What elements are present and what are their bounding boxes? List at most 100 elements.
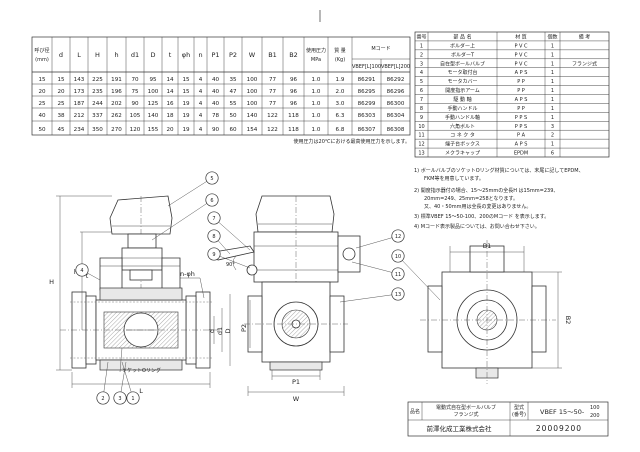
balloon-circle bbox=[205, 193, 219, 207]
dims-cell: 86308 bbox=[387, 127, 405, 133]
parts-cell: P A bbox=[517, 133, 526, 139]
mass-header-1: 質 量 bbox=[334, 47, 346, 54]
dims-cell: 15 bbox=[182, 77, 190, 83]
balloon-number: 10 bbox=[395, 254, 401, 260]
dims-cell: 38 bbox=[57, 113, 65, 119]
drawing-number: 20009200 bbox=[536, 424, 582, 433]
dims-cell: 4 bbox=[199, 113, 203, 119]
parts-cell: 12 bbox=[418, 142, 424, 148]
dims-cell: 15 bbox=[38, 77, 46, 83]
parts-cell: P V C bbox=[514, 43, 528, 49]
dims-cell: 60 bbox=[229, 127, 237, 133]
dims-cell: 14 bbox=[166, 89, 174, 95]
parts-cell: 6 bbox=[551, 151, 554, 157]
parts-cell: 13 bbox=[418, 151, 424, 157]
dims-cell: 1.0 bbox=[312, 89, 321, 95]
balloon-number: 6 bbox=[210, 198, 213, 204]
dims-cell: 86292 bbox=[387, 77, 405, 83]
dims-cell: 118 bbox=[288, 113, 299, 119]
dim-B1: B1 bbox=[483, 242, 492, 250]
balloon-number: 9 bbox=[212, 252, 215, 258]
parts-cell: 8 bbox=[420, 106, 423, 112]
note-line: 3) 標準VBEF 15～50-100、200のMコード を表示します。 bbox=[414, 213, 549, 220]
dims-col-header: P2 bbox=[229, 51, 237, 59]
dims-cell: 86307 bbox=[358, 127, 376, 133]
dims-cell: 77 bbox=[269, 89, 277, 95]
dims-cell: 16 bbox=[166, 101, 174, 107]
dims-cell: 120 bbox=[130, 127, 141, 133]
parts-col-header: 備 考 bbox=[579, 33, 591, 40]
balloon-number: 5 bbox=[210, 176, 213, 182]
dims-cell: 350 bbox=[92, 127, 103, 133]
parts-cell: 手動ハンドル軸 bbox=[445, 114, 480, 121]
parts-cell: 1 bbox=[420, 43, 423, 49]
dim-P1: P1 bbox=[292, 378, 300, 386]
balloon-leader bbox=[351, 261, 399, 275]
dims-cell: 15 bbox=[182, 89, 190, 95]
dim-t: t bbox=[86, 272, 89, 280]
dims-cell: 1.0 bbox=[312, 101, 321, 107]
dims-cell: 86304 bbox=[387, 113, 405, 119]
mcode-col-200: VBEF[L]200 bbox=[381, 64, 410, 70]
dim-B2: B2 bbox=[564, 316, 572, 325]
parts-cell: P V C bbox=[514, 52, 528, 58]
dims-cell: 75 bbox=[131, 89, 139, 95]
parts-cell: 1 bbox=[551, 106, 554, 112]
dims-cell: 14 bbox=[166, 77, 174, 83]
parts-cell: 1 bbox=[551, 88, 554, 94]
balloon-circle bbox=[391, 249, 405, 263]
parts-cell: P P S bbox=[515, 124, 527, 130]
dims-cell: 40 bbox=[212, 89, 220, 95]
dims-cell: 86295 bbox=[358, 89, 376, 95]
parts-cell: 1 bbox=[551, 97, 554, 103]
dims-col-header: d bbox=[59, 51, 63, 59]
balloon-number: 4 bbox=[80, 268, 83, 274]
parts-cell: A P S bbox=[515, 97, 528, 103]
dims-cell: 20 bbox=[166, 127, 174, 133]
dims-cell: 96 bbox=[290, 101, 298, 107]
dims-cell: 1.0 bbox=[312, 113, 321, 119]
dims-cell: 4 bbox=[199, 101, 203, 107]
dims-cell: 202 bbox=[111, 101, 122, 107]
title-model-sub: (番号) bbox=[512, 411, 526, 418]
dims-cell: 3.0 bbox=[336, 101, 345, 107]
balloon-number: 13 bbox=[395, 292, 401, 298]
dims-col-header: h bbox=[114, 51, 118, 59]
mcode-header: Mコード bbox=[371, 46, 390, 52]
dims-cell: 270 bbox=[111, 127, 122, 133]
title-name-2: フランジ式 bbox=[453, 411, 478, 418]
parts-cell: P P bbox=[517, 88, 525, 94]
parts-cell: 2 bbox=[420, 52, 423, 58]
dims-col-header: B1 bbox=[268, 51, 277, 59]
parts-cell: 9 bbox=[420, 115, 423, 121]
title-block: 品名 電動式自在型ボールバルブ フランジ式 型式 (番号) VBEF 15～50… bbox=[407, 401, 609, 437]
dims-cell: 1.0 bbox=[312, 77, 321, 83]
dims-cell: 143 bbox=[74, 77, 85, 83]
parts-cell: 1 bbox=[551, 43, 554, 49]
balloon-leader bbox=[397, 255, 441, 301]
balloon-number: 11 bbox=[395, 272, 401, 278]
dims-cell: 78 bbox=[212, 113, 220, 119]
mass-header-2: (Kg) bbox=[335, 57, 345, 63]
dims-cell: 20 bbox=[38, 89, 46, 95]
parts-cell: メクラキャップ bbox=[445, 151, 480, 157]
dims-cell: 40 bbox=[212, 77, 220, 83]
dims-col-header: D bbox=[150, 51, 155, 59]
parts-cell: P V C bbox=[514, 61, 528, 67]
parts-cell: 1 bbox=[551, 61, 554, 67]
angle-label: 90° bbox=[226, 262, 235, 268]
balloon-number: 3 bbox=[118, 396, 121, 402]
notes-block: 1) ボールバルブのソケットOリング材質については、末尾に記してEPDM、FKM… bbox=[414, 167, 584, 230]
dims-cell: 100 bbox=[247, 101, 258, 107]
oring-label: ソケットOリング bbox=[122, 367, 161, 374]
parts-cell: モータカバー bbox=[447, 78, 477, 85]
mcode-col-100: VBEF[L]100 bbox=[352, 64, 381, 70]
balloon-circle bbox=[391, 287, 405, 301]
parts-cell: P P bbox=[517, 79, 525, 85]
dims-cell: 1.0 bbox=[312, 127, 321, 133]
dims-cell: 19 bbox=[182, 113, 190, 119]
